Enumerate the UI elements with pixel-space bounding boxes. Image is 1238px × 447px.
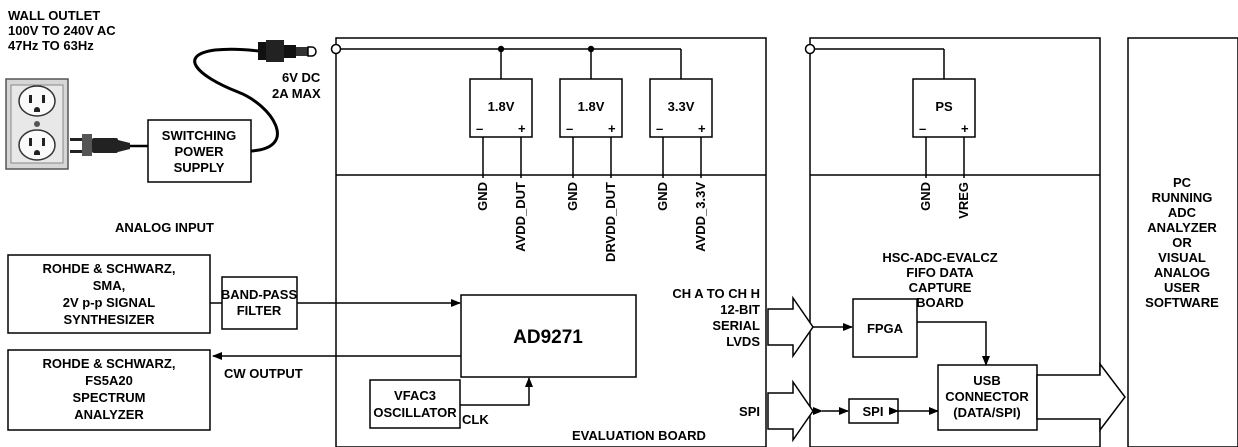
bandpass-filter: BAND-PASS FILTER [221,277,298,329]
socket-lower-icon [19,130,55,160]
spectrum-analyzer-label-1: ROHDE & SCHWARZ, [43,356,176,371]
pin-avdd-dut: AVDD_DUT [513,182,528,252]
pc-label-1: PC [1173,175,1192,190]
regulator-2: 1.8V – + [560,79,622,137]
signal-generator-label-2: SMA, [93,278,126,293]
bandpass-label-1: BAND-PASS [221,287,298,302]
dc-rating-2: 2A MAX [272,86,321,101]
pc-block: PC RUNNING ADC ANALYZER OR VISUAL ANALOG… [1128,38,1238,447]
capture-power-terminal [806,45,815,54]
capture-board-label-4: BOARD [916,295,964,310]
pc-label-6: VISUAL [1158,250,1206,265]
regulator-3-minus: – [656,121,663,136]
channels-label-4: LVDS [726,334,760,349]
channels-label-1: CH A TO CH H [672,286,760,301]
pin-avdd-3v3: AVDD_3.3V [693,182,708,252]
pc-label-7: ANALOG [1154,265,1210,280]
channels-label-2: 12-BIT [720,302,760,317]
regulator-2-plus: + [608,121,616,136]
supply-label-2: POWER [174,144,224,159]
wall-outlet-label-3: 47Hz TO 63Hz [8,38,94,53]
wall-outlet-label-1: WALL OUTLET [8,8,100,23]
signal-generator-label-4: SYNTHESIZER [63,312,155,327]
regulator-3-plus: + [698,121,706,136]
fpga-block: FPGA [853,299,917,357]
pc-label-4: ANALYZER [1147,220,1217,235]
usb-label-2: CONNECTOR [945,389,1029,404]
spi-block-label: SPI [863,404,884,419]
capture-board-label-3: CAPTURE [909,280,972,295]
regulator-1-plus: + [518,121,526,136]
pin-gnd-3: GND [655,182,670,211]
spi-block: SPI [849,399,898,423]
pc-label-5: OR [1172,235,1192,250]
regulator-1-label: 1.8V [488,99,515,114]
regulator-1: 1.8V – + [470,79,532,137]
regulator-2-label: 1.8V [578,99,605,114]
pc-label-2: RUNNING [1152,190,1213,205]
supply-label-1: SWITCHING [162,128,236,143]
capture-ps-plus: + [961,121,969,136]
pin-gnd-1: GND [475,182,490,211]
regulator-1-minus: – [476,121,483,136]
spectrum-analyzer-label-3: SPECTRUM [73,390,146,405]
switching-power-supply: SWITCHING POWER SUPPLY [148,120,251,182]
oscillator-label-2: OSCILLATOR [373,405,457,420]
signal-generator-label-3: 2V p-p SIGNAL [63,295,156,310]
spectrum-analyzer: ROHDE & SCHWARZ, FS5A20 SPECTRUM ANALYZE… [8,350,210,430]
bandpass-label-2: FILTER [237,303,282,318]
cw-output-label: CW OUTPUT [224,366,303,381]
dc-plug-icon [258,40,316,62]
channels-label-3: SERIAL [712,318,760,333]
pc-label-8: USER [1164,280,1201,295]
capture-power-supply: PS – + [913,79,975,137]
capture-pin-vreg: VREG [956,182,971,219]
spectrum-analyzer-label-2: FS5A20 [85,373,133,388]
oscillator: VFAC3 OSCILLATOR [370,380,460,428]
usb-label-1: USB [973,373,1000,388]
pc-label-9: SOFTWARE [1145,295,1219,310]
lvds-data-arrow [768,298,813,356]
spi-data-arrow [768,382,813,440]
spi-label: SPI [739,404,760,419]
adc-label: AD9271 [513,327,583,348]
evaluation-board-label: EVALUATION BOARD [572,428,706,443]
analog-input-title: ANALOG INPUT [115,220,214,235]
pin-gnd-2: GND [565,182,580,211]
capture-ps-label: PS [935,99,953,114]
regulator-2-minus: – [566,121,573,136]
capture-board-label-1: HSC-ADC-EVALCZ [882,250,997,265]
adc-ad9271: AD9271 [461,295,636,377]
clk-label: CLK [462,412,489,427]
power-input-terminal [332,45,341,54]
usb-connector: USB CONNECTOR (DATA/SPI) [938,365,1037,430]
regulator-3-label: 3.3V [668,99,695,114]
capture-pin-gnd: GND [918,182,933,211]
pin-drvdd-dut: DRVDD_DUT [603,182,618,262]
wall-outlet-label-2: 100V TO 240V AC [8,23,116,38]
pc-label-3: ADC [1168,205,1197,220]
dc-rating-1: 6V DC [282,70,321,85]
ac-plug-icon [70,134,148,156]
signal-generator: ROHDE & SCHWARZ, SMA, 2V p-p SIGNAL SYNT… [8,255,210,333]
fpga-label: FPGA [867,321,904,336]
usb-label-3: (DATA/SPI) [953,405,1020,420]
capture-ps-minus: – [919,121,926,136]
supply-label-3: SUPPLY [174,160,225,175]
signal-generator-label-1: ROHDE & SCHWARZ, [43,261,176,276]
regulator-3: 3.3V – + [650,79,712,137]
capture-board-label-2: FIFO DATA [906,265,974,280]
oscillator-label-1: VFAC3 [394,388,436,403]
spectrum-analyzer-label-4: ANALYZER [74,407,144,422]
